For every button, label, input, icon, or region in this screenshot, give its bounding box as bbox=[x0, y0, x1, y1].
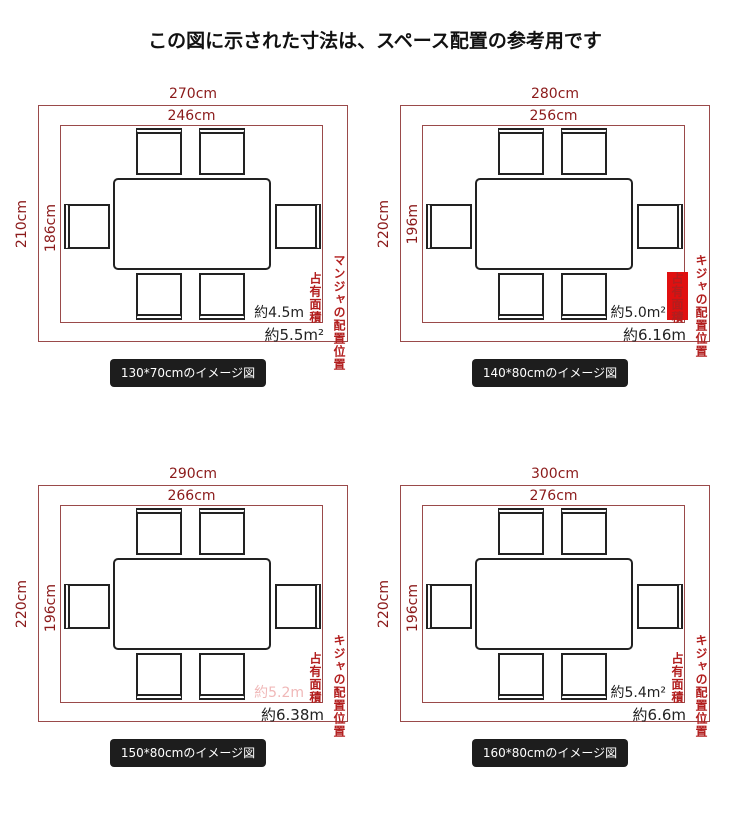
inner-area-outline bbox=[60, 125, 323, 323]
page-title: この図に示された寸法は、スペース配置の参考用です bbox=[148, 30, 602, 52]
caption-badge: 150*80cmのイメージ図 bbox=[110, 739, 266, 767]
chair bbox=[275, 584, 321, 629]
occupied-area-label: 占有面積 bbox=[308, 652, 322, 704]
chair bbox=[275, 204, 321, 249]
layout-panel: 290cm 266cm 220cm 196cm 約5.2m 約6.38m 占有面… bbox=[0, 380, 362, 767]
outer-width-label: 270cm bbox=[168, 86, 218, 102]
inner-height-label: 186cm bbox=[43, 204, 59, 253]
dining-table bbox=[475, 178, 633, 270]
chair bbox=[199, 508, 245, 555]
chair bbox=[498, 653, 544, 700]
outer-height-label: 220cm bbox=[376, 200, 392, 249]
inner-area-value: 約4.5m bbox=[254, 305, 304, 321]
outer-area-outline bbox=[400, 485, 710, 722]
chair bbox=[426, 584, 472, 629]
occupied-area-label: 占有面積 bbox=[308, 272, 322, 324]
chair bbox=[64, 204, 110, 249]
chair bbox=[498, 273, 544, 320]
chair bbox=[136, 273, 182, 320]
placement-label: キジャの配置位置 bbox=[332, 634, 346, 738]
caption-badge: 130*70cmのイメージ図 bbox=[110, 359, 266, 387]
inner-height-label: 196cm bbox=[405, 584, 421, 633]
chair bbox=[561, 508, 607, 555]
inner-height-label: 196m bbox=[405, 204, 421, 245]
outer-width-label: 290cm bbox=[168, 466, 218, 482]
inner-area-outline bbox=[422, 125, 685, 323]
chair bbox=[561, 653, 607, 700]
inner-width-label: 256cm bbox=[529, 108, 578, 124]
outer-area-value: 約6.38m bbox=[260, 706, 324, 724]
inner-height-label: 196cm bbox=[43, 584, 59, 633]
outer-area-value: 約5.5m² bbox=[264, 326, 324, 344]
placement-label: キジャの配置位置 bbox=[694, 634, 708, 738]
occupied-area-label: 占有面積 bbox=[670, 652, 684, 704]
outer-area-value: 約6.6m bbox=[632, 706, 686, 724]
inner-area-value: 約5.0m² bbox=[610, 305, 666, 321]
layout-panel: 270cm 246cm 210cm 186cm 約4.5m 約5.5m² 占有面… bbox=[0, 0, 362, 387]
inner-area-value: 約5.4m² bbox=[610, 685, 666, 701]
chair bbox=[199, 128, 245, 175]
chair bbox=[637, 204, 683, 249]
chair bbox=[637, 584, 683, 629]
chair bbox=[64, 584, 110, 629]
inner-area-outline bbox=[422, 505, 685, 703]
inner-area-outline bbox=[60, 505, 323, 703]
chair bbox=[199, 653, 245, 700]
chair bbox=[498, 128, 544, 175]
outer-width-label: 280cm bbox=[530, 86, 580, 102]
inner-width-label: 276cm bbox=[529, 488, 578, 504]
chair bbox=[136, 653, 182, 700]
inner-area-value: 約5.2m bbox=[254, 685, 304, 701]
chair bbox=[136, 508, 182, 555]
layout-panel: 280cm 256cm 220cm 196m 約5.0m² 約6.16m 占有面… bbox=[362, 0, 724, 387]
placement-label: キジャの配置位置 bbox=[694, 254, 708, 358]
outer-area-outline bbox=[38, 485, 348, 722]
inner-width-label: 246cm bbox=[167, 108, 216, 124]
chair bbox=[136, 128, 182, 175]
dining-table bbox=[475, 558, 633, 650]
inner-width-label: 266cm bbox=[167, 488, 216, 504]
outer-area-outline bbox=[400, 105, 710, 342]
chair bbox=[426, 204, 472, 249]
outer-area-outline bbox=[38, 105, 348, 342]
layout-panel: 300cm 276cm 220cm 196cm 約5.4m² 約6.6m 占有面… bbox=[362, 380, 724, 767]
outer-width-label: 300cm bbox=[530, 466, 580, 482]
highlight-mark bbox=[667, 272, 688, 320]
outer-area-value: 約6.16m bbox=[622, 326, 686, 344]
caption-badge: 160*80cmのイメージ図 bbox=[472, 739, 628, 767]
chair bbox=[561, 273, 607, 320]
caption-badge: 140*80cmのイメージ図 bbox=[472, 359, 628, 387]
chair bbox=[498, 508, 544, 555]
placement-label: マンジャの配置位置 bbox=[332, 254, 346, 371]
dining-table bbox=[113, 178, 271, 270]
occupied-area-label: 占有面積 bbox=[670, 272, 684, 324]
dining-table bbox=[113, 558, 271, 650]
outer-height-label: 210cm bbox=[14, 200, 30, 249]
chair bbox=[561, 128, 607, 175]
outer-height-label: 220cm bbox=[14, 580, 30, 629]
outer-height-label: 220cm bbox=[376, 580, 392, 629]
chair bbox=[199, 273, 245, 320]
